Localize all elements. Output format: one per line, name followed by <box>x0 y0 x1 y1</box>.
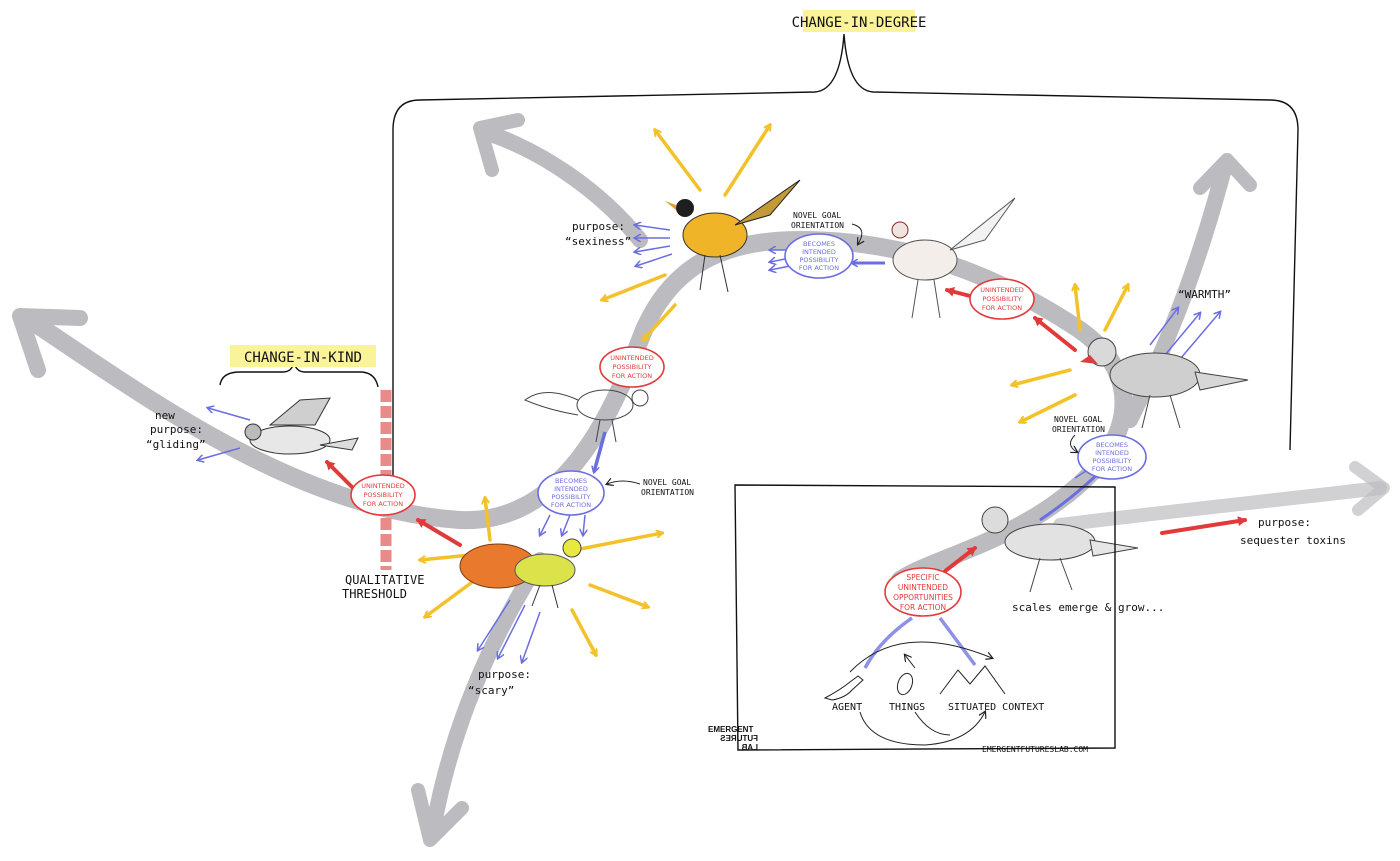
b2-line-2: INTENDED <box>802 248 836 256</box>
left-arrow-head <box>12 308 88 378</box>
sexiness-line-1: purpose: <box>572 220 625 233</box>
threshold-line-2: THRESHOLD <box>342 587 407 601</box>
specific-line-1: SPECIFIC <box>906 573 939 582</box>
ng3-line-1: NOVEL GOAL <box>1054 415 1102 424</box>
b3-line-4: FOR ACTION <box>1092 465 1132 473</box>
b1-line-1: BECOMES <box>555 477 587 485</box>
b3-line-2: INTENDED <box>1095 449 1129 457</box>
b1-line-3: POSSIBILITY <box>551 493 590 501</box>
white-feathered-dinosaur <box>891 197 1016 319</box>
change-in-degree-brace: CHANGE-IN-DEGREE <box>392 10 1299 480</box>
threshold-line-1: QUALITATIVE <box>345 573 424 587</box>
b2-line-4: FOR ACTION <box>799 264 839 272</box>
b1-line-4: FOR ACTION <box>551 501 591 509</box>
gliding-line-1: new <box>155 409 175 422</box>
novel-goal-right: NOVEL GOAL ORIENTATION <box>1052 415 1105 452</box>
change-in-degree-title: CHANGE-IN-DEGREE <box>792 15 927 31</box>
inset-diagram: SPECIFIC UNINTENDED OPPORTUNITIES FOR AC… <box>708 484 1116 754</box>
u1-line-1: UNINTENDED <box>361 482 404 490</box>
sexy-dinosaur <box>665 179 801 293</box>
intended-bubble-right: BECOMES INTENDED POSSIBILITY FOR ACTION <box>1077 434 1147 480</box>
things-label: THINGS <box>889 702 925 713</box>
u2-line-3: FOR ACTION <box>612 372 652 380</box>
gray-feathered-dinosaur <box>1080 337 1249 429</box>
novel-goal-top: NOVEL GOAL ORIENTATION <box>791 211 862 244</box>
yellow-arrows <box>420 125 1128 655</box>
unintended-bubble-middle: UNINTENDED POSSIBILITY FOR ACTION <box>599 346 665 388</box>
specific-line-3: OPPORTUNITIES <box>893 593 953 602</box>
purpose-gliding-label: new purpose: “gliding” <box>146 409 206 451</box>
red-arrows <box>325 286 1247 577</box>
scales-caption: scales emerge & grow... <box>1012 601 1164 614</box>
u2-line-1: UNINTENDED <box>610 354 653 362</box>
u1-line-2: POSSIBILITY <box>363 491 402 499</box>
u3-line-2: POSSIBILITY <box>982 295 1021 303</box>
b3-line-3: POSSIBILITY <box>1092 457 1131 465</box>
logo-line-3: LAB <box>741 743 758 752</box>
main-curve <box>21 231 1133 589</box>
purpose-sexiness-label: purpose: “sexiness” <box>565 220 631 248</box>
logo-line-1: EMERGENT <box>708 725 753 734</box>
intended-bubble-middle: BECOMES INTENDED POSSIBILITY FOR ACTION <box>537 470 605 516</box>
b3-line-1: BECOMES <box>1096 441 1128 449</box>
toxins-line-1: purpose: <box>1258 516 1311 529</box>
scaly-dinosaur <box>981 506 1139 593</box>
skeleton-bird-creature <box>524 389 649 443</box>
purpose-warmth-label: “WARMTH” <box>1178 288 1231 301</box>
right-arrow-head <box>1349 461 1390 516</box>
mountains-icon <box>939 665 1006 695</box>
branch-bottom <box>424 552 548 843</box>
novel-goal-middle: NOVEL GOAL ORIENTATION <box>607 478 694 497</box>
branch-right <box>1053 481 1387 532</box>
scary-line-2: “scary” <box>468 684 514 697</box>
agent-dinosaur-icon <box>823 675 864 701</box>
ng3-line-2: ORIENTATION <box>1052 425 1105 434</box>
b2-line-3: POSSIBILITY <box>799 256 838 264</box>
top-left-arrow-head <box>473 113 525 177</box>
purpose-toxins-label: purpose: sequester toxins <box>1240 516 1346 547</box>
b2-line-1: BECOMES <box>803 240 835 248</box>
situated-context-label: SITUATED CONTEXT <box>948 702 1044 713</box>
unintended-bubble-left: UNINTENDED POSSIBILITY FOR ACTION <box>350 474 416 516</box>
glider-creature <box>244 397 359 455</box>
scary-display-bird <box>459 538 582 609</box>
gliding-line-3: “gliding” <box>146 438 206 451</box>
specific-line-2: UNINTENDED <box>898 583 948 592</box>
toxins-line-2: sequester toxins <box>1240 534 1346 547</box>
change-in-kind-brace: CHANGE-IN-KIND <box>219 345 379 388</box>
ng2-line-2: ORIENTATION <box>641 488 694 497</box>
u3-line-3: FOR ACTION <box>982 304 1022 312</box>
u3-line-1: UNINTENDED <box>980 286 1023 294</box>
change-in-kind-title: CHANGE-IN-KIND <box>244 350 362 366</box>
b1-line-2: INTENDED <box>554 485 588 493</box>
bottom-arrow-head <box>411 783 469 847</box>
branch-top-left <box>477 124 648 248</box>
ng2-line-1: NOVEL GOAL <box>643 478 691 487</box>
sexiness-line-2: “sexiness” <box>565 235 631 248</box>
intended-bubble-top: BECOMES INTENDED POSSIBILITY FOR ACTION <box>784 233 854 279</box>
scary-line-1: purpose: <box>478 668 531 681</box>
ng1-line-1: NOVEL GOAL <box>793 211 841 220</box>
lab-logo: EMERGENT FUTURES LAB <box>708 725 758 752</box>
gliding-line-2: purpose: <box>150 423 203 436</box>
u2-line-2: POSSIBILITY <box>612 363 651 371</box>
site-url: EMERGENTFUTURESLAB.COM <box>982 745 1088 754</box>
u1-line-3: FOR ACTION <box>363 500 403 508</box>
right-up-arrow-head <box>1193 153 1257 195</box>
purpose-scary-label: purpose: “scary” <box>468 668 531 697</box>
logo-line-2: FUTURES <box>720 734 758 743</box>
specific-line-4: FOR ACTION <box>900 603 946 612</box>
ng1-line-2: ORIENTATION <box>791 221 844 230</box>
unintended-bubble-right: UNINTENDED POSSIBILITY FOR ACTION <box>969 278 1035 320</box>
leaf-icon <box>896 672 914 696</box>
agent-label: AGENT <box>832 702 862 713</box>
